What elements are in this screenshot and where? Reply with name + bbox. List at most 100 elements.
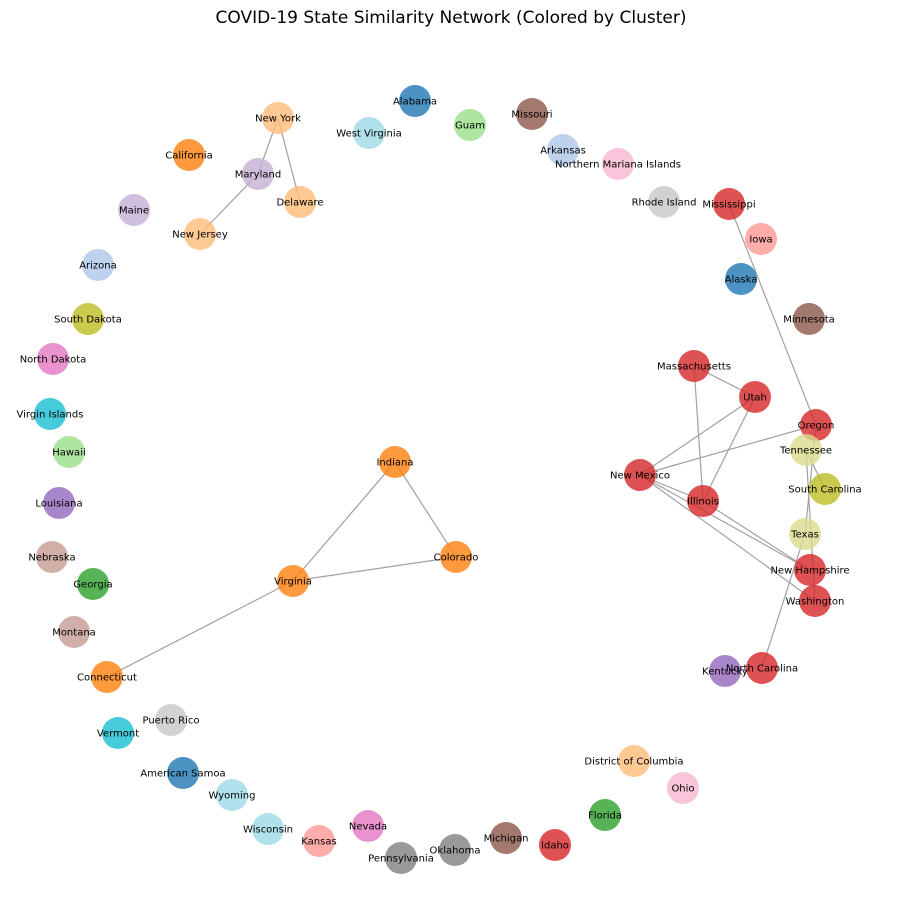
node-label-missouri: Missouri	[511, 110, 552, 121]
node-label-virginia: Virginia	[274, 577, 312, 588]
node-mississippi	[713, 188, 745, 220]
edge-utah-new-mexico	[639, 396, 756, 476]
node-label-oregon: Oregon	[798, 421, 835, 432]
node-label-massachusetts: Massachusetts	[657, 362, 731, 373]
node-label-michigan: Michigan	[484, 834, 529, 845]
edge-utah-illinois	[702, 396, 756, 502]
node-label-delaware: Delaware	[276, 198, 323, 209]
edge-indiana-virginia	[292, 461, 396, 582]
node-label-south-carolina: South Carolina	[788, 485, 861, 496]
node-colorado	[440, 541, 472, 573]
node-georgia	[77, 568, 109, 600]
edge-new-mexico-oregon	[639, 424, 817, 476]
node-label-kentucky: Kentucky	[702, 667, 748, 678]
node-hawaii	[53, 436, 85, 468]
node-label-iowa: Iowa	[749, 235, 772, 246]
node-american-samoa	[167, 757, 199, 789]
node-kansas	[303, 825, 335, 857]
chart-title: COVID-19 State Similarity Network (Color…	[215, 8, 687, 28]
node-tennessee	[790, 434, 822, 466]
node-florida	[589, 799, 621, 831]
node-label-puerto-rico: Puerto Rico	[142, 716, 199, 727]
node-indiana	[379, 446, 411, 478]
node-label-illinois: Illinois	[687, 497, 719, 508]
node-label-maine: Maine	[119, 206, 149, 217]
node-virgin-islands	[34, 398, 66, 430]
node-new-jersey	[184, 218, 216, 250]
node-label-georgia: Georgia	[73, 580, 112, 591]
edge-colorado-virginia	[292, 556, 457, 582]
node-minnesota	[793, 303, 825, 335]
node-label-new-hampshire: New Hampshire	[770, 566, 849, 577]
node-label-louisiana: Louisiana	[35, 499, 82, 510]
node-label-kansas: Kansas	[301, 837, 336, 848]
node-louisiana	[43, 487, 75, 519]
node-label-utah: Utah	[743, 393, 767, 404]
edge-indiana-colorado	[394, 461, 457, 558]
node-alaska	[725, 263, 757, 295]
edge-massachusetts-illinois	[693, 365, 704, 502]
node-label-north-dakota: North Dakota	[20, 355, 87, 366]
node-iowa	[745, 223, 777, 255]
node-label-virgin-islands: Virgin Islands	[17, 410, 84, 421]
node-idaho	[539, 829, 571, 861]
node-new-mexico	[624, 459, 656, 491]
node-pennsylvania	[385, 842, 417, 874]
node-label-new-jersey: New Jersey	[172, 230, 228, 241]
node-virginia	[277, 565, 309, 597]
edge-mississippi-oregon	[728, 203, 817, 426]
edge-virginia-connecticut	[106, 580, 294, 678]
node-alabama	[399, 85, 431, 117]
node-label-connecticut: Connecticut	[77, 673, 137, 684]
node-california	[173, 139, 205, 171]
node-massachusetts	[678, 350, 710, 382]
node-wyoming	[216, 779, 248, 811]
node-nevada	[352, 810, 384, 842]
node-vermont	[102, 717, 134, 749]
node-washington	[799, 585, 831, 617]
edge-new-mexico-washington	[639, 474, 816, 602]
node-label-montana: Montana	[52, 628, 96, 639]
node-label-maryland: Maryland	[235, 170, 281, 181]
node-montana	[58, 616, 90, 648]
edge-texas-north-carolina	[761, 533, 806, 669]
node-oklahoma	[439, 834, 471, 866]
node-label-hawaii: Hawaii	[52, 448, 86, 459]
node-label-new-mexico: New Mexico	[610, 471, 670, 482]
node-layer	[34, 85, 841, 874]
edge-illinois-new-hampshire	[702, 500, 811, 571]
node-puerto-rico	[155, 704, 187, 736]
node-label-florida: Florida	[588, 811, 622, 822]
node-label-guam: Guam	[455, 121, 485, 132]
node-label-north-carolina: North Carolina	[726, 664, 798, 675]
node-label-arkansas: Arkansas	[540, 146, 586, 157]
node-south-carolina	[809, 473, 841, 505]
node-label-nebraska: Nebraska	[28, 553, 75, 564]
node-north-dakota	[37, 343, 69, 375]
node-illinois	[687, 485, 719, 517]
node-oregon	[800, 409, 832, 441]
node-connecticut	[91, 661, 123, 693]
node-missouri	[516, 98, 548, 130]
node-label-alaska: Alaska	[725, 275, 758, 286]
node-north-carolina	[746, 652, 778, 684]
node-label-minnesota: Minnesota	[783, 315, 835, 326]
node-label-northern-mariana-islands: Northern Mariana Islands	[555, 160, 681, 171]
node-new-york	[262, 102, 294, 134]
node-label-arizona: Arizona	[79, 261, 117, 272]
node-label-wyoming: Wyoming	[209, 791, 256, 802]
node-label-new-york: New York	[255, 114, 301, 125]
node-northern-mariana-islands	[602, 148, 634, 180]
edge-new-mexico-new-hampshire	[639, 474, 811, 571]
node-nebraska	[36, 541, 68, 573]
node-kentucky	[709, 655, 741, 687]
node-rhode-island	[648, 186, 680, 218]
node-label-california: California	[165, 151, 213, 162]
node-label-texas: Texas	[790, 530, 819, 541]
node-label-nevada: Nevada	[349, 822, 387, 833]
node-label-american-samoa: American Samoa	[140, 769, 225, 780]
node-label-pennsylvania: Pennsylvania	[368, 854, 434, 865]
node-delaware	[284, 186, 316, 218]
